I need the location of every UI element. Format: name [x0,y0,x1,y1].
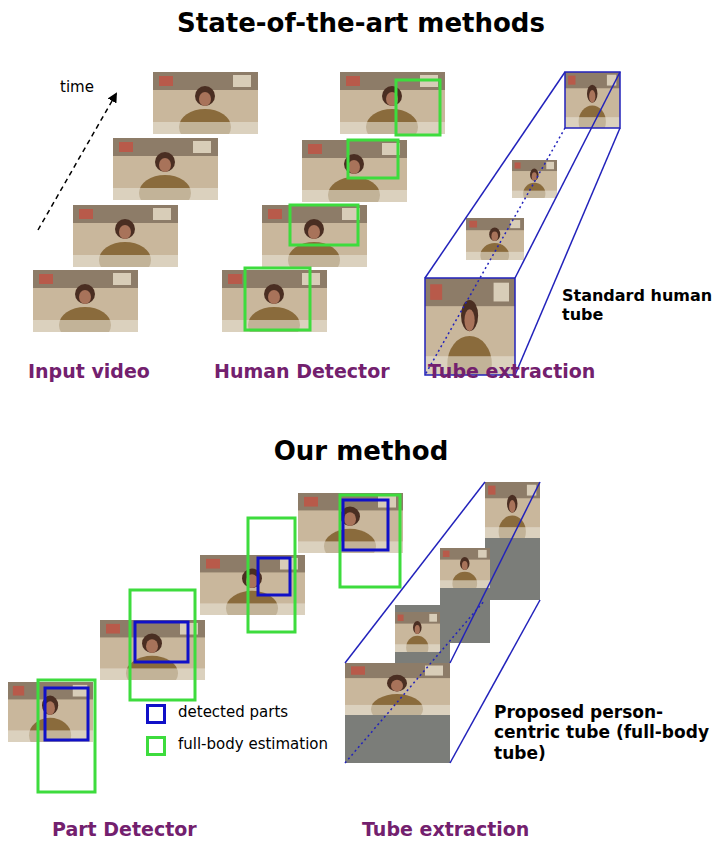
tube-outline [425,72,620,375]
video-frame [113,138,218,211]
caption-label: Our method [0,436,722,467]
caption-label: State-of-the-art methods [0,8,722,39]
caption-label: Tube extraction [428,360,628,383]
caption-label: Input video [28,360,208,383]
video-frame [340,72,445,145]
tube-frame [512,160,557,205]
video-frame [302,140,407,213]
legend-text: detected parts [178,703,368,721]
caption-label: Tube extraction [362,818,562,841]
part-boxes [45,500,388,740]
video-frame [8,682,93,753]
video-frame [33,270,138,343]
tube-frame [466,218,524,267]
caption-label: Standard human tube [562,286,714,324]
tube-frame [565,72,620,138]
caption-label: Proposed person-centric tube (full-body … [494,702,716,763]
caption-label: Part Detector [52,818,252,841]
video-frame [100,620,205,691]
video-frame [200,555,305,626]
video-frame [73,205,178,278]
legend-swatch [146,704,166,724]
video-frame [298,493,403,564]
caption-label: Human Detector [214,360,414,383]
legend-swatch [146,736,166,756]
detection-boxes [245,80,440,330]
legend-text: full-body estimation [178,735,368,753]
video-frame [153,72,258,145]
caption-label: time [60,78,120,96]
